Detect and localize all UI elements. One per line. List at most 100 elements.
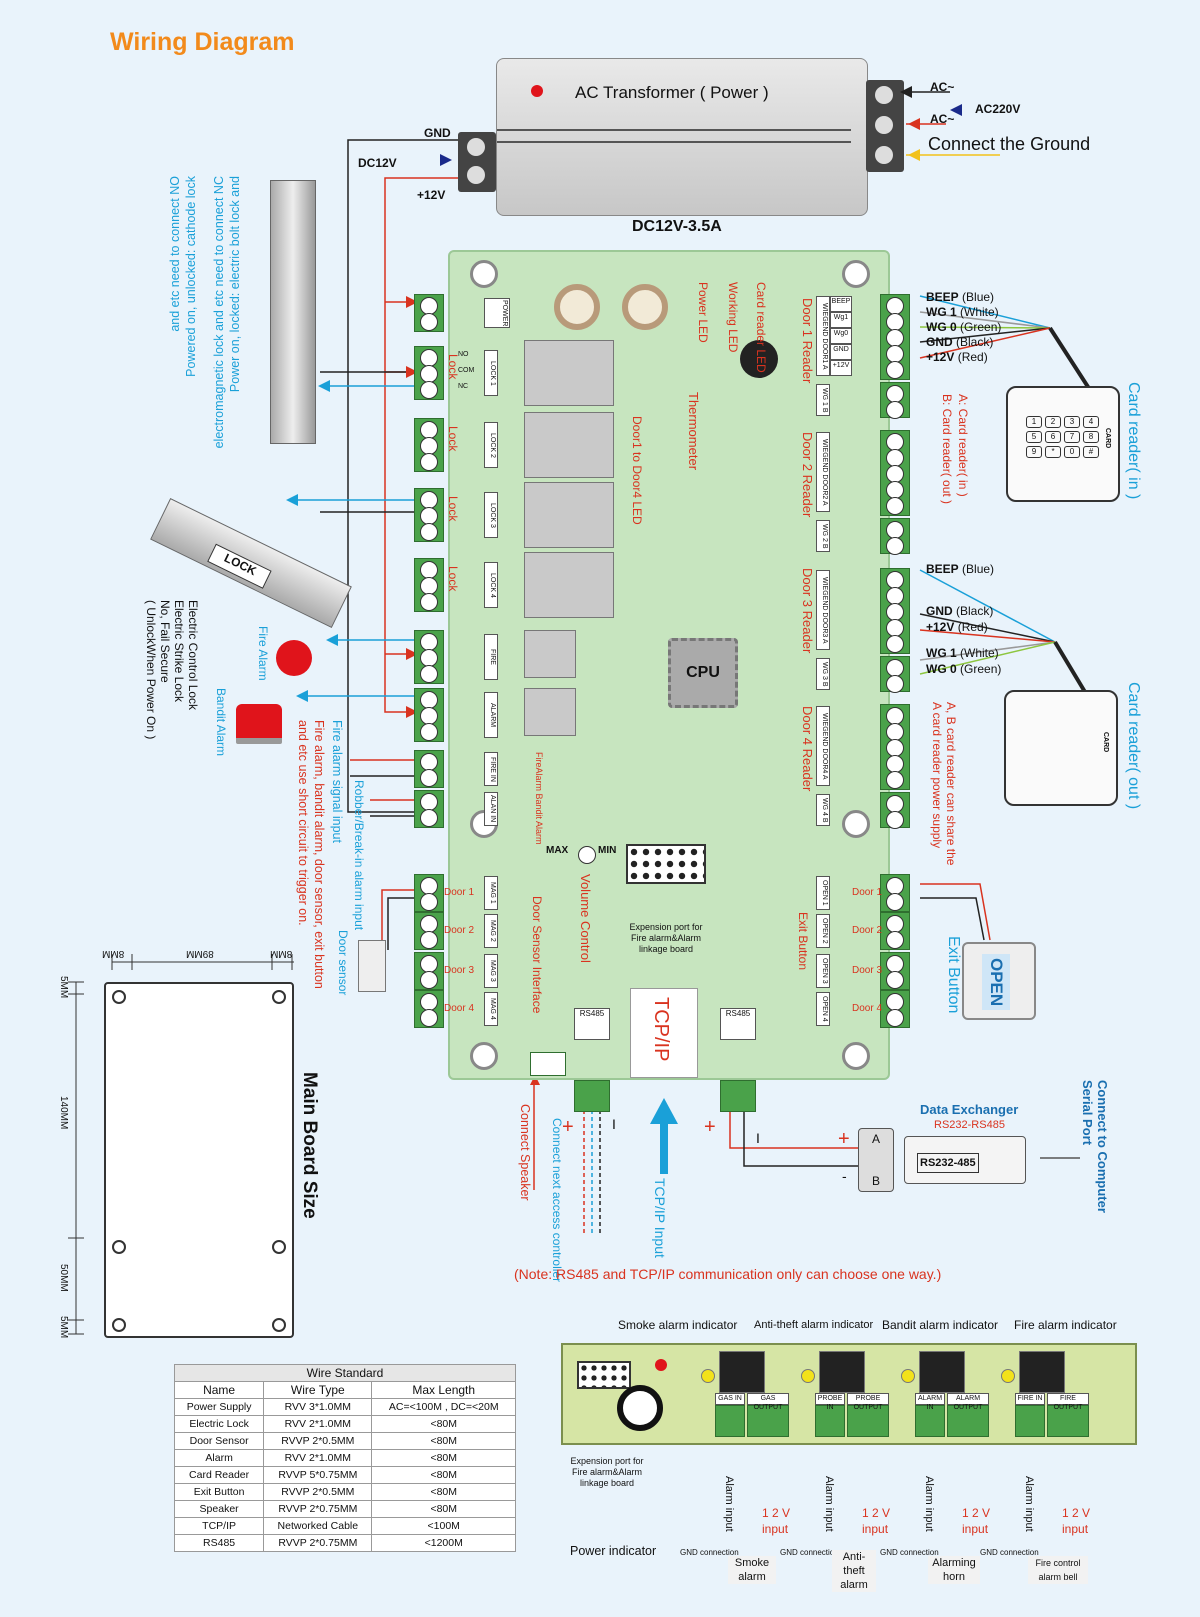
fire-alarm-siren bbox=[276, 640, 312, 676]
gas-out-tag: GAS OUTPUT bbox=[747, 1393, 789, 1411]
reader2-b[interactable] bbox=[880, 518, 910, 555]
gnd-connection-label: GND connection bbox=[680, 1548, 739, 1557]
fire-in-terminal[interactable] bbox=[1015, 1405, 1045, 1437]
keypad: 1 2 3 4 5 6 7 8 9 * 0 # bbox=[1026, 416, 1099, 458]
tag-mag3: MAG 3 bbox=[484, 954, 498, 988]
probe-in-terminal[interactable] bbox=[815, 1405, 845, 1437]
exit1-name: Door 1 bbox=[852, 887, 883, 898]
reader4-a[interactable] bbox=[880, 704, 910, 790]
probe-out-tag: PROBE OUTPUT bbox=[847, 1393, 889, 1411]
fire-alarm-label: Fire Alarm bbox=[256, 626, 270, 681]
strike-label-1: Electric Control Lock bbox=[186, 600, 200, 711]
wire-standard-table: Wire Standard Name Wire Type Max Length … bbox=[173, 1364, 516, 1552]
terminal-mag2[interactable] bbox=[414, 912, 444, 950]
reader2-a[interactable] bbox=[880, 430, 910, 516]
linkage-relay-2 bbox=[819, 1351, 865, 1393]
table-cell: Alarm bbox=[173, 1449, 265, 1467]
indicator-led-smoke bbox=[701, 1369, 715, 1383]
terminal-lock1[interactable] bbox=[414, 346, 444, 400]
alarm-in-terminal[interactable] bbox=[915, 1405, 945, 1437]
tag-fire: FIRE bbox=[484, 634, 498, 680]
table-cell: Electric Lock bbox=[173, 1415, 265, 1433]
indicator-label-bandit: Bandit alarm indicator bbox=[882, 1318, 999, 1332]
key: 3 bbox=[1064, 416, 1080, 428]
terminal-mag1[interactable] bbox=[414, 874, 444, 912]
rs485-plus: + bbox=[562, 1116, 574, 1138]
speaker-terminal bbox=[530, 1052, 566, 1076]
terminal-alarm-in[interactable] bbox=[414, 790, 444, 828]
gas-out-terminal[interactable] bbox=[747, 1405, 789, 1437]
indicator-label-fire: Fire alarm indicator bbox=[1014, 1318, 1117, 1332]
volume-knob bbox=[578, 846, 596, 864]
reader1-a[interactable] bbox=[880, 294, 910, 380]
table-cell: RVV 3*1.0MM bbox=[263, 1398, 373, 1416]
reader1-b[interactable] bbox=[880, 382, 910, 419]
card-reader-out: CARD bbox=[1004, 690, 1118, 806]
alarm-input-label: Alarm input bbox=[1023, 1476, 1035, 1532]
alarm-out-terminal[interactable] bbox=[947, 1405, 989, 1437]
terminal-mag3[interactable] bbox=[414, 952, 444, 990]
relay-alarm bbox=[524, 688, 576, 736]
relay-3 bbox=[524, 482, 614, 548]
terminal-fire-in[interactable] bbox=[414, 750, 444, 788]
reader3-a[interactable] bbox=[880, 568, 910, 654]
reader3-b[interactable] bbox=[880, 656, 910, 693]
exit-button[interactable]: OPEN bbox=[962, 942, 1036, 1020]
buzzer bbox=[740, 340, 778, 378]
terminal-lock2[interactable] bbox=[414, 418, 444, 472]
lock-note-3: Powered on, unlocked: cathode lock bbox=[184, 176, 198, 377]
fire-out-terminal[interactable] bbox=[1047, 1405, 1089, 1437]
alarm-input-label: Alarm input bbox=[723, 1476, 735, 1532]
right-terminal-strip: BEEP Wg1 Wg0 GND +12V WIEGEND DOOR1 A WI… bbox=[816, 290, 920, 1030]
key: 8 bbox=[1083, 431, 1099, 443]
probe-in-tag: PROBE IN bbox=[815, 1393, 845, 1411]
exit3[interactable] bbox=[880, 952, 910, 990]
strike-label-4: ( UnlockWhen Power On ) bbox=[144, 600, 158, 740]
lock2-name: Lock bbox=[446, 426, 460, 452]
cpu-chip: CPU bbox=[668, 638, 738, 708]
linkage-relay-1 bbox=[719, 1351, 765, 1393]
exit2-name: Door 2 bbox=[852, 925, 883, 936]
exit4[interactable] bbox=[880, 990, 910, 1028]
fire-in-tag: FIRE IN bbox=[1015, 1393, 1045, 1405]
mount-hole bbox=[842, 1042, 870, 1070]
transformer-model: DC12V-3.5A bbox=[632, 218, 722, 235]
rs485-terminal-right[interactable] bbox=[720, 1080, 756, 1112]
table-cell: Exit Button bbox=[173, 1483, 265, 1501]
device-label-antitheft: Anti-theft alarm bbox=[832, 1550, 876, 1592]
exit1[interactable] bbox=[880, 874, 910, 912]
reader4-b[interactable] bbox=[880, 792, 910, 829]
tag-lock1: LOCK 1 bbox=[484, 350, 498, 396]
exit2[interactable] bbox=[880, 912, 910, 950]
transformer: AC Transformer ( Power ) bbox=[496, 58, 868, 216]
gas-in-tag: GAS IN bbox=[715, 1393, 745, 1405]
door-sensor-note: Door sensor bbox=[336, 930, 350, 996]
door-sensor-if-label: Door Sensor Interface bbox=[530, 896, 544, 1014]
terminal-mag4[interactable] bbox=[414, 990, 444, 1028]
key: 7 bbox=[1064, 431, 1080, 443]
wire-table-header: Name bbox=[173, 1381, 265, 1399]
exit2-tag: OPEN 2 bbox=[816, 914, 830, 948]
reader-pin-12v: +12V bbox=[830, 360, 852, 376]
capacitor bbox=[554, 284, 600, 330]
relay-1 bbox=[524, 340, 614, 406]
table-cell: Networked Cable bbox=[263, 1517, 373, 1535]
input-label: input bbox=[1062, 1522, 1089, 1536]
size-h2: 140MM bbox=[58, 1096, 69, 1130]
table-cell: Door Sensor bbox=[173, 1432, 265, 1450]
terminal-lock3[interactable] bbox=[414, 488, 444, 542]
vent-lines bbox=[497, 129, 851, 143]
probe-out-terminal[interactable] bbox=[847, 1405, 889, 1437]
terminal-alarm[interactable] bbox=[414, 688, 444, 742]
terminal-power[interactable] bbox=[414, 294, 444, 332]
terminal-fire[interactable] bbox=[414, 630, 444, 684]
terminal-lock4[interactable] bbox=[414, 558, 444, 612]
gas-in-terminal[interactable] bbox=[715, 1405, 745, 1437]
alarm-input-label: Alarm input bbox=[823, 1476, 835, 1532]
wire-row: WG 0 (Green) bbox=[926, 662, 1002, 676]
lock-note-2: electromagnetic lock and etc need to con… bbox=[212, 176, 226, 449]
rs485-terminal-left[interactable] bbox=[574, 1080, 610, 1112]
